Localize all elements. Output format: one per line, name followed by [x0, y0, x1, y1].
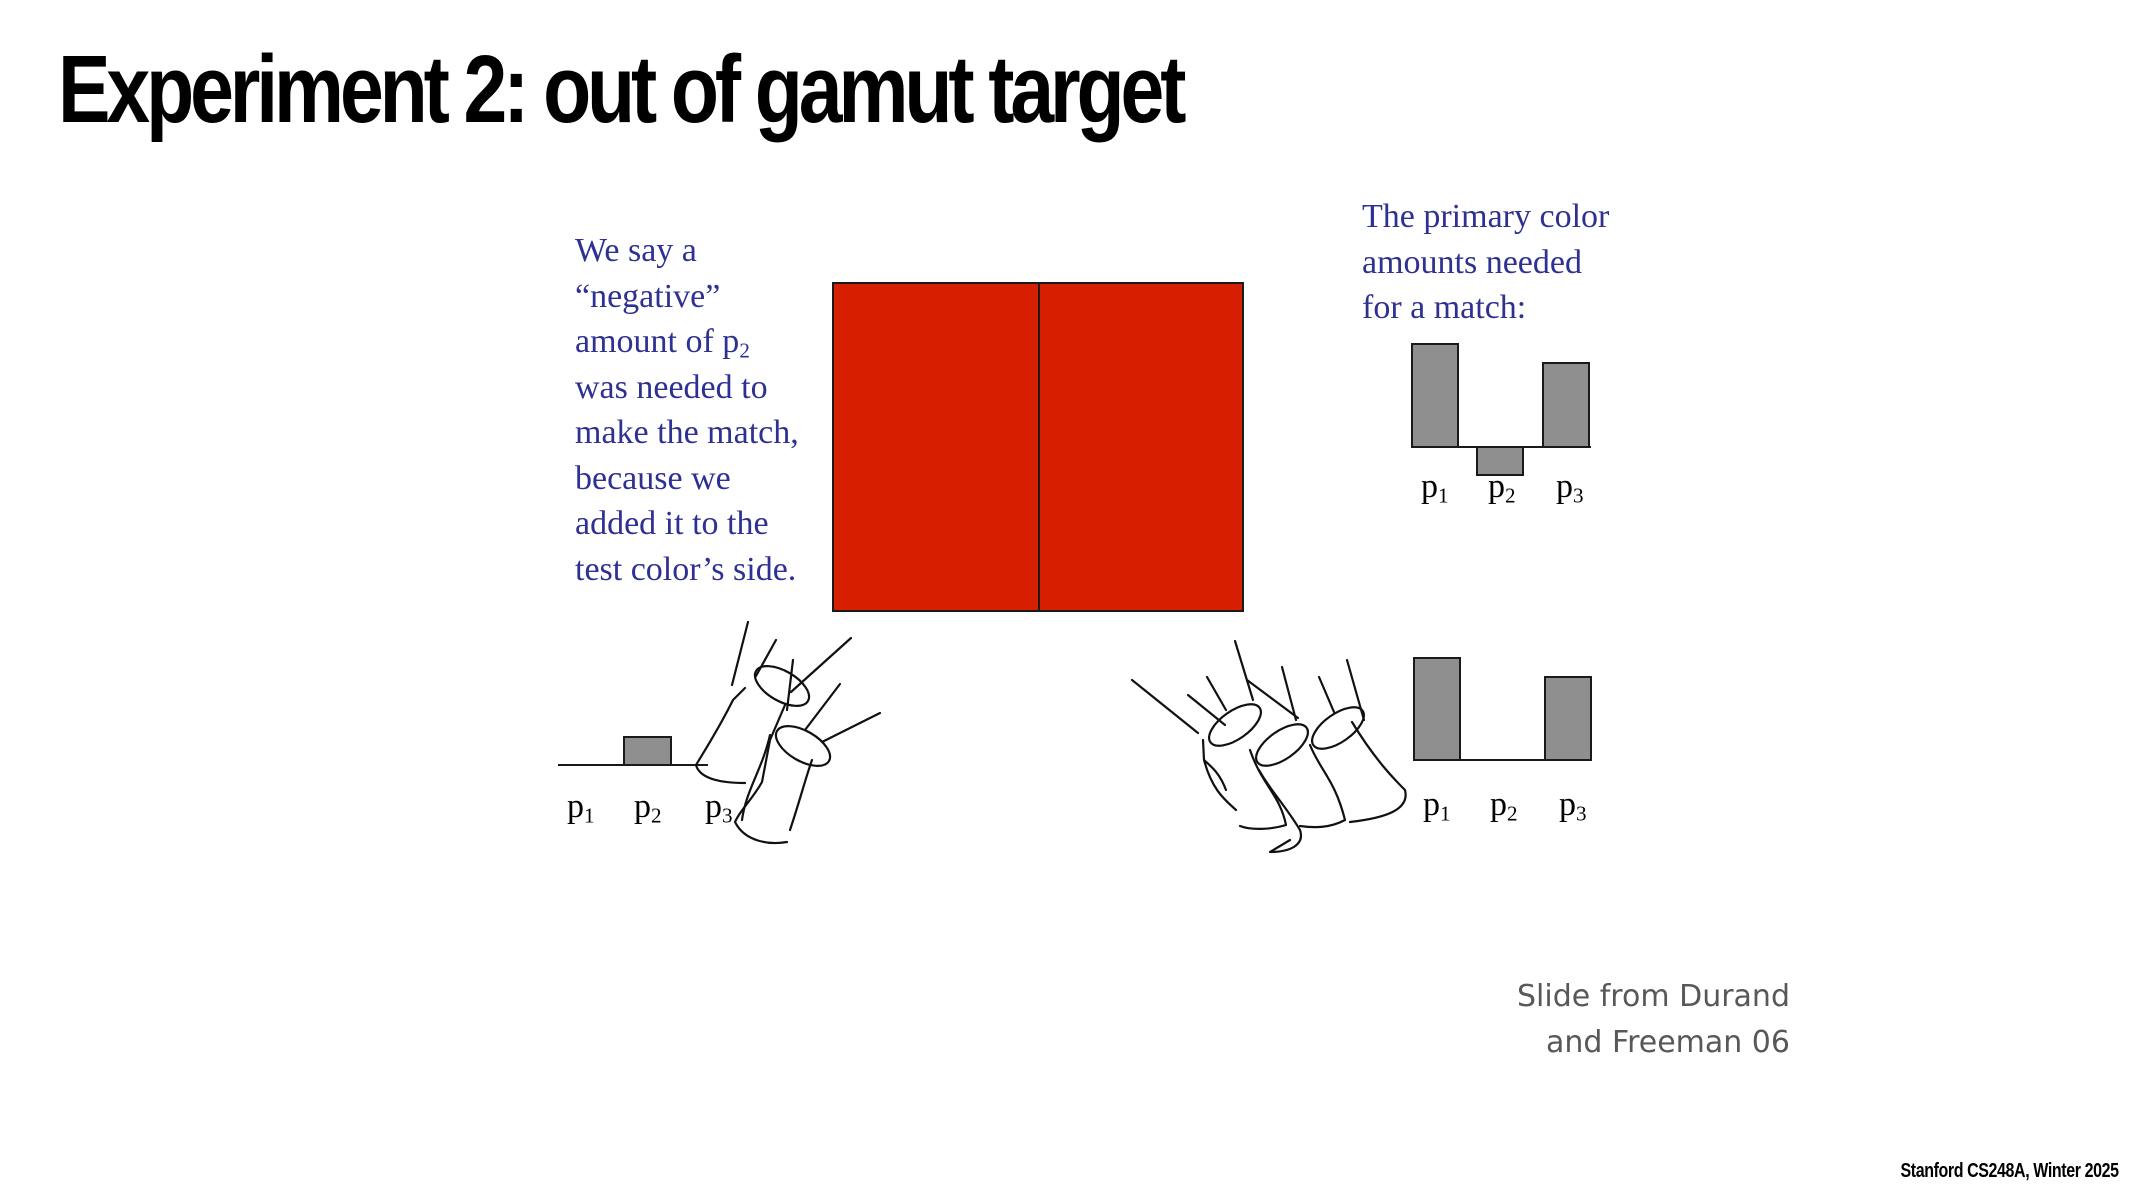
label-p1: p1 — [1423, 786, 1451, 826]
bar-p2 — [623, 736, 672, 766]
label-p3: p3 — [705, 788, 733, 828]
label-p1: p1 — [567, 788, 595, 828]
label-p2: p2 — [634, 788, 662, 828]
citation-line: and Freeman 06 — [1546, 1025, 1790, 1060]
bar-p3 — [1542, 362, 1590, 448]
note-line: for a match: — [1362, 289, 1527, 326]
note-line: amounts needed — [1362, 243, 1582, 281]
primary-amounts-note: The primary color amounts needed for a m… — [1362, 194, 1609, 331]
bar-p1 — [1411, 343, 1459, 448]
citation: Slide from Durand and Freeman 06 — [1517, 974, 1790, 1066]
note-line: was needed to — [575, 368, 768, 406]
citation-line: Slide from Durand — [1517, 979, 1790, 1014]
label-p2: p2 — [1490, 786, 1518, 826]
label-p1: p1 — [1421, 468, 1449, 508]
note-line: test color’s side. — [575, 550, 797, 588]
slide-title: Experiment 2: out of gamut target — [58, 36, 1186, 143]
color-match-panel — [832, 282, 1244, 612]
note-line: added it to the — [575, 505, 769, 542]
note-line: The primary color — [1362, 198, 1610, 235]
bar-p3 — [1544, 676, 1592, 761]
label-p2: p2 — [1488, 468, 1516, 508]
note-line: “negative” — [575, 277, 721, 315]
note-line: We say a — [575, 232, 697, 269]
subscript: 2 — [739, 338, 750, 363]
note-line: because we — [575, 459, 731, 497]
label-p3: p3 — [1559, 786, 1587, 826]
negative-amount-note: We say a “negative” amount of p2 was nee… — [575, 228, 799, 592]
course-footer: Stanford CS248A, Winter 2025 — [1900, 1160, 2119, 1182]
note-line: amount of p2 — [575, 319, 799, 365]
label-p3: p3 — [1556, 468, 1584, 508]
chart-baseline — [1413, 759, 1591, 761]
bar-p2-negative — [1476, 446, 1524, 476]
panel-divider — [1038, 284, 1040, 610]
note-line-text: amount of p — [575, 323, 740, 360]
note-line: make the match, — [575, 414, 799, 451]
bar-p1 — [1413, 657, 1461, 761]
